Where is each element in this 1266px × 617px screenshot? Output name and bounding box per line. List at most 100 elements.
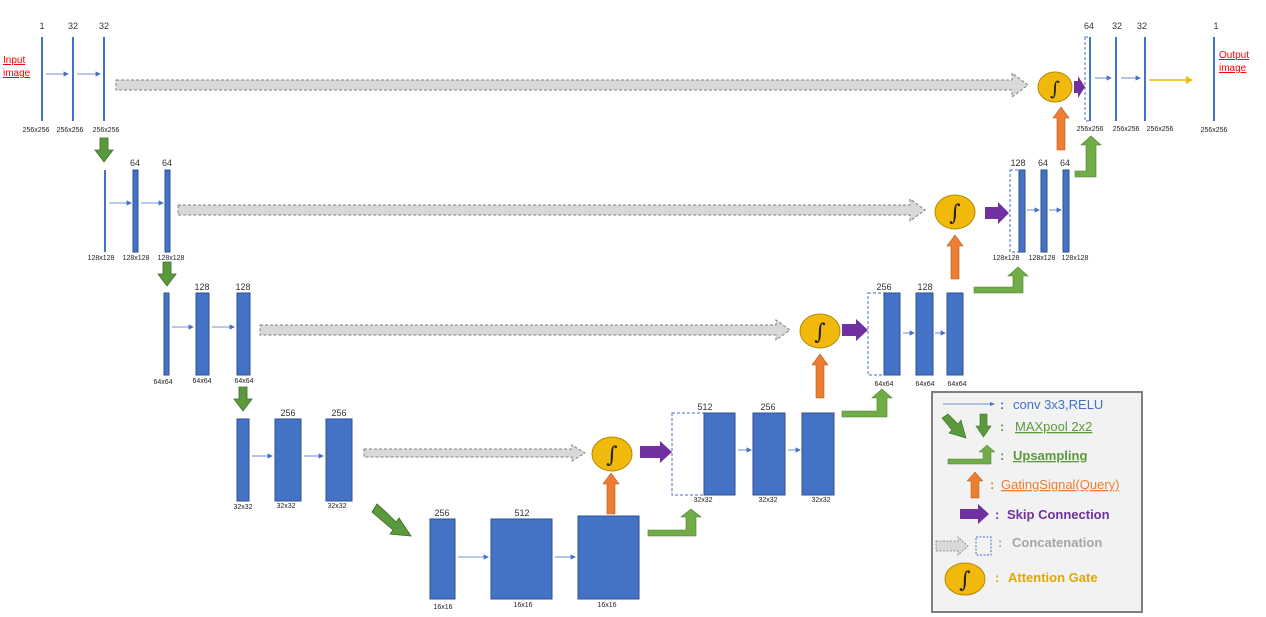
legend-attention-colon: : [995,570,999,585]
maxpool-arrow [157,261,177,287]
size-label: 32x32 [276,503,295,510]
block-d2c [1062,169,1070,253]
skip-arrow [640,441,672,463]
conv-arrow [1095,75,1112,81]
upsampling-arrow [841,388,893,418]
block-d4b [752,412,786,496]
concat-placeholder-d2 [1009,169,1020,253]
attention-gate-d4: ∫ [591,436,633,472]
conv-arrows [46,71,1141,560]
size-label: 128x128 [158,255,185,262]
legend-conv-colon: : [1000,397,1004,412]
conv-arrow [1121,75,1141,81]
block-d2b [1040,169,1048,253]
legend-concat-icon [935,536,992,556]
legend-maxpool-label: MAXpool 2x2 [1015,419,1092,434]
conv-arrow [458,554,489,560]
legend-concat-label: Concatenation [1012,535,1102,550]
size-label: 16x16 [597,602,616,609]
channel-label: 32 [1112,21,1122,31]
concat-arrows [115,72,1029,462]
concat-arrow-level4 [363,444,586,462]
legend-attention-label: Attention Gate [1008,570,1098,585]
skip-arrow [1074,76,1085,98]
channel-label: 64 [1038,158,1048,168]
size-label: 32x32 [758,497,777,504]
legend-gating-icon [966,471,984,499]
block-e2a [104,170,106,252]
gating-arrow [602,472,620,515]
concat-arrow-level2 [177,198,926,222]
size-label: 16x16 [433,604,452,611]
input-label-line1: Input [3,55,25,66]
size-label: 128x128 [88,255,115,262]
channel-label: 512 [697,402,712,412]
channel-labels: 1 32 32 64 64 128 128 256 256 256 512 51… [39,21,1218,518]
size-label: 16x16 [513,602,532,609]
channel-label: 256 [760,402,775,412]
block-e4a [236,418,250,502]
legend-skip-label: Skip Connection [1007,507,1110,522]
skip-arrow [842,319,868,341]
output-label-line1: Output [1219,50,1249,61]
block-e2b [132,169,139,253]
conv-arrow [77,71,101,77]
block-e3b [195,292,210,376]
block-e3c [236,292,251,376]
size-label: 64x64 [874,381,893,388]
skip-arrows [640,76,1085,463]
size-label: 64x64 [153,379,172,386]
size-label: 256x256 [93,127,120,134]
block-d3c [946,292,964,376]
size-label: 64x64 [947,381,966,388]
block-b3 [577,515,640,600]
channel-label: 128 [194,282,209,292]
upsampling-arrow [1074,135,1102,178]
size-label: 32x32 [233,504,252,511]
legend-attention-gate-icon: ∫ [944,562,986,596]
size-label: 256x256 [23,127,50,134]
channel-label: 512 [514,508,529,518]
conv-arrow [141,200,164,206]
conv-arrow [304,453,324,459]
block-e1a [41,37,43,121]
block-d1a [1089,37,1091,121]
conv-arrow [172,324,194,330]
conv-arrow [555,554,576,560]
conv-arrow [109,200,132,206]
size-label: 128x128 [1062,255,1089,262]
legend-concat-colon: : [998,535,1002,550]
size-label: 32x32 [693,497,712,504]
block-e1c [103,37,105,121]
conv-arrow [738,447,752,453]
block-b1 [429,518,456,600]
legend: : conv 3x3,RELU : MAXpool 2x2 : Upsampli… [931,391,1143,613]
conv-arrow [1027,207,1040,213]
channel-label: 64 [162,158,172,168]
legend-skip-colon: : [995,507,999,522]
legend-skip-icon [960,504,989,524]
attention-gate-d1: ∫ [1037,71,1073,103]
channel-label: 1 [39,21,44,31]
integral-icon: ∫ [814,320,826,345]
size-label: 32x32 [327,503,346,510]
channel-label: 256 [331,408,346,418]
integral-icon: ∫ [949,201,961,226]
concat-placeholder-d4 [671,412,705,496]
block-d4c [801,412,835,496]
integral-icon: ∫ [606,443,618,468]
channel-label: 32 [68,21,78,31]
channel-label: 128 [917,282,932,292]
block-e3a [163,292,170,376]
gating-arrow [811,353,829,399]
size-label: 256x256 [1147,126,1174,133]
channel-label: 32 [1137,21,1147,31]
size-label: 256x256 [1113,126,1140,133]
conv-arrow [212,324,235,330]
conv-arrow [788,447,801,453]
attention-gate-d3: ∫ [799,313,841,349]
legend-gating-colon: : [990,477,994,492]
conv-arrow [1049,207,1062,213]
concat-arrow-level1 [115,72,1029,98]
